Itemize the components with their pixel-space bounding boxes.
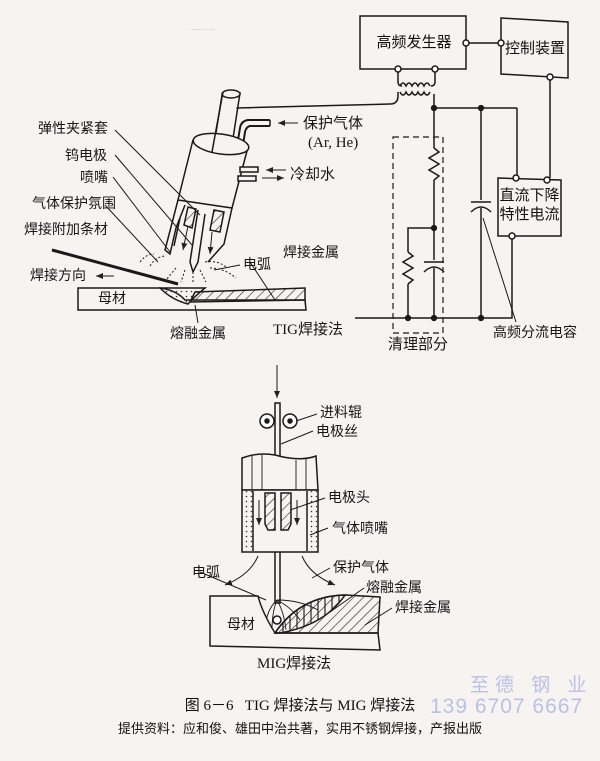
figure-number: 图 6－6 (184, 698, 234, 714)
cooling-water-label: 冷却水 (290, 165, 336, 183)
tig-torch (139, 89, 298, 284)
gas-nozzle-label: 气体喷嘴 (332, 521, 388, 537)
mig-arc-label: 电弧 (192, 565, 220, 581)
mig-base-metal (209, 595, 381, 651)
tig-weld-metal-label: 焊接金属 (283, 245, 339, 261)
feed-roller-label: 进料辊 (320, 405, 362, 421)
watermark-company: 至德 钢 业 (470, 675, 593, 696)
mig-torch (224, 365, 336, 631)
dc-supply-label-line1: 直流下降 (499, 186, 560, 204)
nozzle-label: 喷嘴 (80, 170, 108, 186)
shield-gas-label: 保护气体 (303, 114, 364, 132)
dc-supply-box (497, 177, 562, 237)
watermark-phone: 139 6707 6667 (430, 695, 584, 718)
cleaning-section-label: 清理部分 (388, 335, 449, 353)
hf-generator-box (359, 15, 467, 70)
mig-method-label: MIG焊接法 (257, 656, 332, 672)
mig-shield-gas-label: 保护气体 (333, 560, 389, 576)
controller-label: 控制装置 (504, 39, 565, 57)
mig-base-metal-label: 母材 (227, 617, 255, 633)
mig-weld-metal-label: 焊接金属 (395, 600, 451, 616)
shield-gas-types-label: (Ar, He) (308, 135, 359, 151)
tig-base-metal-label: 母材 (98, 291, 126, 307)
tungsten-electrode-label: 钨电极 (65, 148, 107, 164)
tig-arc-label: 电弧 (243, 257, 271, 273)
gas-shield-label: 气体保护氛围 (32, 196, 116, 212)
controller-box (500, 17, 569, 79)
bleed-through-text: —— (190, 22, 216, 37)
dc-supply-label-line2: 特性电流 (499, 205, 560, 223)
figure-title: TIG 焊接法与 MIG 焊接法 (244, 698, 416, 714)
collet-label: 弹性夹紧套 (38, 121, 108, 137)
hf-bypass-capacitor-label: 高频分流电容 (493, 325, 577, 341)
figure-caption: 图 6－6 TIG 焊接法与 MIG 焊接法 (0, 694, 600, 715)
hf-generator-label: 高频发生器 (376, 33, 452, 51)
tig-molten-metal-label: 熔融金属 (170, 326, 226, 342)
filler-rod-label: 焊接附加条材 (24, 222, 108, 238)
contact-tip-label: 电极头 (328, 490, 370, 506)
weld-direction-label: 焊接方向 (30, 268, 86, 284)
figure-source: 提供资料：应和俊、雄田中治共著，实用不锈钢焊接，产报出版 (117, 722, 482, 737)
tig-method-label: TIG焊接法 (273, 322, 343, 338)
mig-molten-metal-label: 熔融金属 (366, 580, 422, 596)
electrode-wire-label: 电极丝 (316, 424, 358, 440)
